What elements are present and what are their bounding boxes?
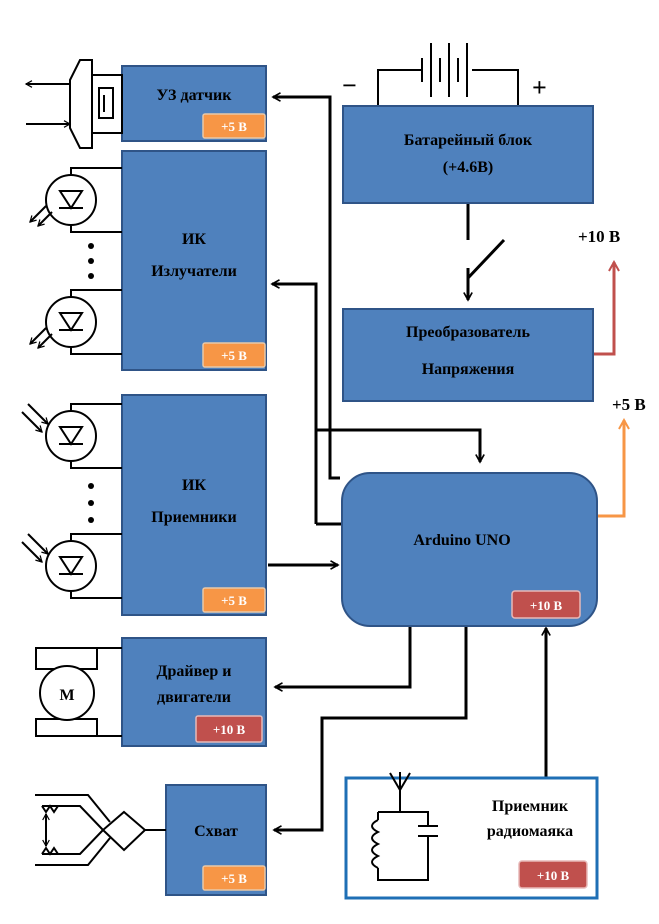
ir-emitters-label-1: ИК: [182, 231, 206, 248]
gripper-block: Схват +5 В: [165, 784, 267, 896]
plus5-annotation: +5 В: [612, 395, 646, 414]
ultrasonic-transducer-icon: [24, 59, 123, 149]
battery-plus-sign: +: [532, 73, 547, 102]
us-sensor-voltage: +5 В: [221, 119, 247, 134]
us-sensor-label: УЗ датчик: [157, 87, 233, 104]
wire-arduino-to-plus5: [597, 420, 624, 518]
ir-emitters-block: ИК Излучатели +5 В: [121, 150, 267, 371]
wire-ir-emitters-to-arduino: [314, 300, 480, 462]
ir-emitter-diode-icon: [29, 289, 122, 355]
gripper-voltage: +5 В: [221, 871, 247, 886]
converter-label-2: Напряжения: [422, 361, 515, 378]
voltage-badge: [195, 715, 263, 743]
voltage-badge: [202, 113, 266, 139]
us-sensor-block: УЗ датчик +5 В: [121, 65, 267, 142]
ellipsis-dots: [88, 483, 94, 523]
converter-block: Преобразователь Напряжения: [342, 308, 594, 402]
voltage-badge: [202, 587, 266, 613]
wire-arduino-to-ir-emitters: [272, 284, 318, 524]
battery-lead-minus: [377, 69, 422, 106]
battery-label-2: (+4.6В): [443, 159, 493, 176]
ir-receivers-block: ИК Приемники +5 В: [121, 394, 267, 616]
arduino-voltage: +10 В: [530, 598, 563, 613]
power-switch: [466, 238, 506, 280]
battery-symbol: − +: [342, 43, 547, 102]
connections: [268, 69, 624, 830]
ir-emitters-voltage: +5 В: [221, 348, 247, 363]
ir-receiver-diode-icon: [21, 533, 122, 599]
beacon-label-2: радиомаяка: [487, 823, 573, 840]
ellipsis-dots: [88, 243, 94, 279]
wire-arduino-to-us-sensor: [273, 97, 340, 480]
ir-receivers-label-1: ИК: [182, 477, 206, 494]
wire-arduino-to-gripper: [274, 598, 468, 830]
voltage-badge: [202, 342, 266, 368]
motor-icon: M: [35, 647, 122, 737]
ir-receiver-diode-icon: [21, 403, 122, 469]
driver-label-1: Драйвер и: [157, 663, 232, 680]
driver-block: Драйвер и двигатели +10 В: [121, 637, 267, 747]
driver-voltage: +10 В: [213, 722, 246, 737]
antenna-icon: [389, 772, 411, 812]
ir-receivers-label-2: Приемники: [151, 509, 236, 526]
ir-emitters-label-2: Излучатели: [151, 263, 237, 280]
battery-lead-plus: [472, 69, 519, 106]
beacon-block: Приемник радиомаяка +10 В: [344, 776, 599, 900]
motor-letter: M: [59, 687, 74, 704]
beacon-label-1: Приемник: [492, 798, 569, 815]
plus10-annotation: +10 В: [578, 227, 620, 246]
battery-block: Батарейный блок (+4.6В): [342, 105, 594, 204]
ir-emitter-diode-icon: [29, 167, 122, 233]
wire-converter-to-plus10: [593, 262, 614, 356]
voltage-badge: [202, 865, 266, 891]
wire-arduino-to-driver: [275, 598, 412, 687]
arduino-block: Arduino UNO +10 В: [341, 472, 598, 627]
beacon-voltage: +10 В: [537, 868, 570, 883]
battery-minus-sign: −: [342, 71, 357, 100]
gripper-claw-icon: [35, 794, 166, 866]
gripper-label: Схват: [194, 823, 238, 840]
lc-circuit-icon: [371, 811, 438, 881]
battery-label-1: Батарейный блок: [404, 132, 533, 149]
driver-label-2: двигатели: [157, 689, 231, 706]
voltage-badge: [511, 590, 581, 619]
converter-label-1: Преобразователь: [406, 324, 530, 341]
ir-receivers-voltage: +5 В: [221, 593, 247, 608]
arduino-label: Arduino UNO: [413, 532, 510, 549]
voltage-badge: [518, 860, 588, 889]
